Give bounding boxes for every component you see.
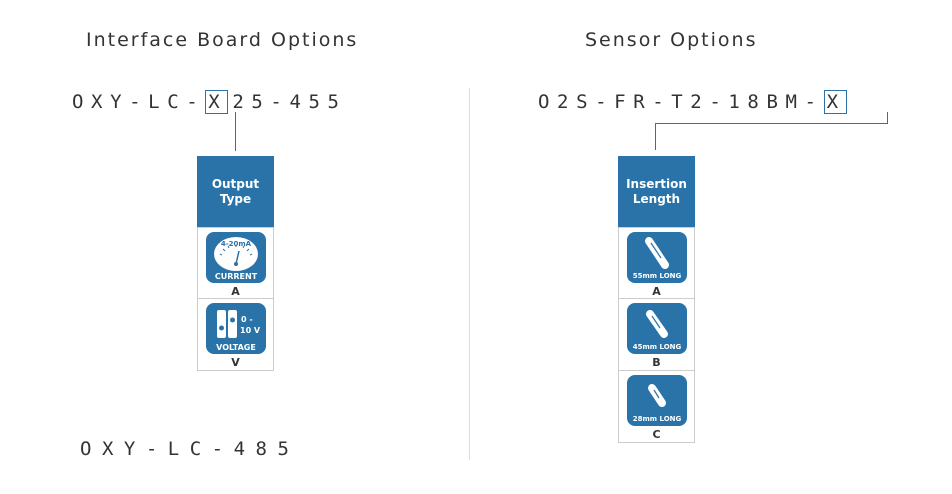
connector-line <box>655 123 888 124</box>
sensor-part-code: O2S-FR-T2-18BM-X <box>538 90 851 114</box>
probe-rod-icon: 28mm LONG <box>627 375 687 426</box>
connector-line <box>887 112 888 123</box>
option-cell-55mm[interactable]: 55mm LONG A <box>618 227 695 299</box>
code-prefix: OXY-LC- <box>72 91 206 113</box>
probe-rod-icon: 45mm LONG <box>627 303 687 354</box>
ammeter-gauge-icon: 4-20mA CURRENT <box>206 232 266 283</box>
probe-rod-icon: 55mm LONG <box>627 232 687 283</box>
option-cell-28mm[interactable]: 28mm LONG C <box>618 371 695 443</box>
code-option-box: X <box>205 90 229 114</box>
code-option-box: X <box>823 90 847 114</box>
code-suffix: 25-455 <box>232 91 347 113</box>
sensor-options-heading: Sensor Options <box>585 29 758 51</box>
option-letter: V <box>231 356 240 369</box>
option-letter: A <box>231 285 240 298</box>
connector-line <box>235 112 236 151</box>
option-cell-voltage[interactable]: 0 - 10 V VOLTAGE V <box>197 299 274 371</box>
alternate-part-code: OXY-LC-485 <box>80 438 300 460</box>
option-cell-current[interactable]: 4-20mA CURRENT A <box>197 227 274 299</box>
option-letter: A <box>652 285 661 298</box>
option-cell-45mm[interactable]: 45mm LONG B <box>618 299 695 371</box>
section-divider <box>469 88 470 460</box>
voltage-switch-icon: 0 - 10 V VOLTAGE <box>206 303 266 354</box>
option-letter: C <box>652 428 661 441</box>
code-prefix: O2S-FR-T2-18BM- <box>538 91 824 113</box>
connector-line <box>655 123 656 150</box>
interface-board-heading: Interface Board Options <box>86 29 359 51</box>
option-letter: B <box>652 356 661 369</box>
